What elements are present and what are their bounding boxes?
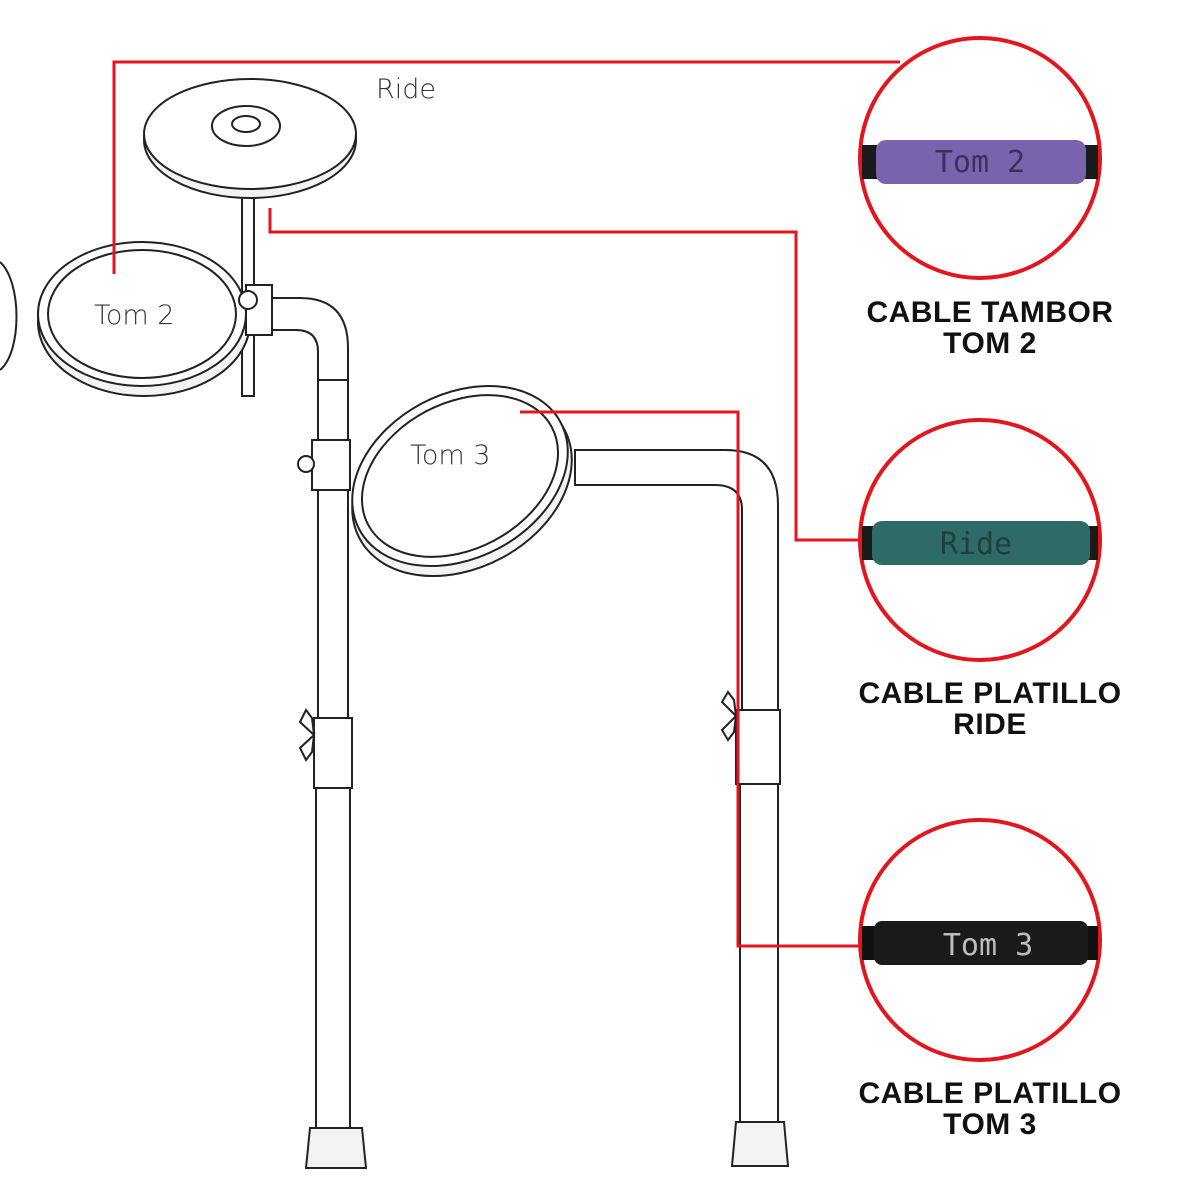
tom2-head xyxy=(47,249,237,379)
ride-magnifier: Ride xyxy=(858,418,1102,662)
ride-callout-line xyxy=(268,208,860,542)
ride-caption-line1: CABLE PLATILLO xyxy=(858,677,1122,710)
ride-cable-sleeve xyxy=(872,521,1090,565)
tom2-caption: CABLE TAMBOR TOM 2 xyxy=(820,297,1160,359)
tom2-caption-line2: TOM 2 xyxy=(943,327,1037,360)
tom3-caption-line1: CABLE PLATILLO xyxy=(858,1077,1122,1110)
right-wing-nut xyxy=(720,690,738,742)
ride-caption: CABLE PLATILLO RIDE xyxy=(820,678,1160,740)
left-post-clamp xyxy=(313,717,353,789)
right-post-lower xyxy=(739,783,779,1125)
tom3-cable-text: Tom 3 xyxy=(943,928,1033,963)
tom3-mount-clamp xyxy=(311,439,351,491)
callout-lines xyxy=(112,60,900,948)
partial-left-pad xyxy=(0,261,18,371)
tom2-cable-text: Tom 2 xyxy=(935,145,1025,180)
tom2-caption-line1: CABLE TAMBOR xyxy=(866,296,1114,329)
tom2-callout-line xyxy=(112,60,900,274)
tom3-head xyxy=(360,394,560,558)
ride-label: Ride xyxy=(376,74,436,105)
tom3-magnifier: Tom 3 xyxy=(858,818,1102,1062)
tom3-mount-knob xyxy=(297,455,315,473)
tom3-cable-sleeve xyxy=(874,921,1088,965)
right-post-clamp xyxy=(735,709,781,785)
tom3-caption: CABLE PLATILLO TOM 3 xyxy=(820,1078,1160,1140)
tom3-caption-line2: TOM 3 xyxy=(943,1108,1037,1141)
left-wing-nut xyxy=(298,708,316,762)
left-foot-cap xyxy=(304,1127,368,1169)
ride-caption-line2: RIDE xyxy=(953,708,1027,741)
ride-nut xyxy=(231,115,261,133)
tom2-mount-knob xyxy=(238,290,258,310)
right-rack-arm xyxy=(574,449,779,713)
tom2-label: Tom 2 xyxy=(94,300,175,331)
left-post-lower xyxy=(315,787,351,1129)
tom2-cable-sleeve xyxy=(876,140,1086,184)
tom2-magnifier: Tom 2 xyxy=(858,36,1102,280)
left-rack-elbow xyxy=(269,297,349,381)
left-post-upper xyxy=(317,369,349,721)
tom3-callout-line xyxy=(520,410,860,948)
right-foot-cap xyxy=(730,1121,790,1167)
drum-rack-drawing xyxy=(0,78,790,1169)
ride-cable-text: Ride xyxy=(940,527,1012,562)
tom3-label: Tom 3 xyxy=(410,440,491,471)
